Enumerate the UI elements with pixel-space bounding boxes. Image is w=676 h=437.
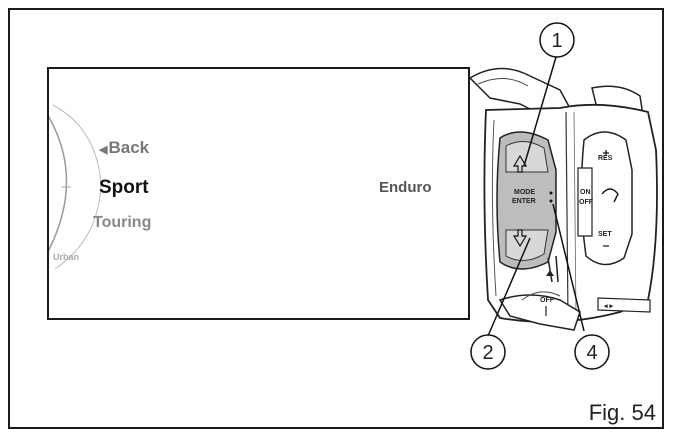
svg-text:1: 1	[551, 30, 562, 52]
selector-dial-arc	[49, 104, 102, 270]
mode-label: MODE	[514, 189, 535, 196]
menu-item-urban: Urban	[53, 252, 80, 262]
callout-1-leader	[523, 56, 557, 167]
cruise-icon	[601, 188, 619, 203]
set-label: SET	[598, 231, 612, 238]
cruise-control-cluster: ON OFF RES SET	[577, 131, 633, 266]
back-arrow-icon: ◀	[99, 144, 108, 156]
callout-1: 1	[539, 22, 575, 58]
menu-item-back: ◀Back	[99, 138, 149, 158]
callout-2-leader	[487, 237, 531, 337]
menu-item-enduro: Enduro	[379, 179, 432, 196]
mode-button-cluster: MODE ENTER	[496, 131, 557, 270]
res-label: RES	[598, 155, 613, 162]
enter-label: ENTER	[512, 198, 536, 205]
callout-4: 4	[574, 334, 610, 370]
menu-item-back-label: Back	[108, 138, 150, 157]
svg-text:◂ ▸: ◂ ▸	[603, 303, 613, 310]
up-arrow-icon	[512, 154, 528, 173]
callout-4-leader	[552, 203, 585, 332]
callout-2: 2	[470, 334, 506, 370]
figure-label: Fig. 54	[588, 400, 656, 425]
down-arrow-icon	[512, 229, 528, 248]
menu-item-touring: Touring	[93, 214, 152, 231]
dashboard-screen: ◀Back Sport Touring Urban Enduro	[47, 67, 470, 320]
off-label: OFF	[579, 199, 594, 206]
on-label: ON	[580, 189, 591, 196]
figure-frame	[8, 8, 664, 429]
svg-text:4: 4	[586, 342, 597, 364]
off-switch-label: OFF	[540, 297, 555, 304]
menu-item-sport-selected: Sport	[99, 177, 149, 198]
svg-text:2: 2	[482, 342, 493, 364]
